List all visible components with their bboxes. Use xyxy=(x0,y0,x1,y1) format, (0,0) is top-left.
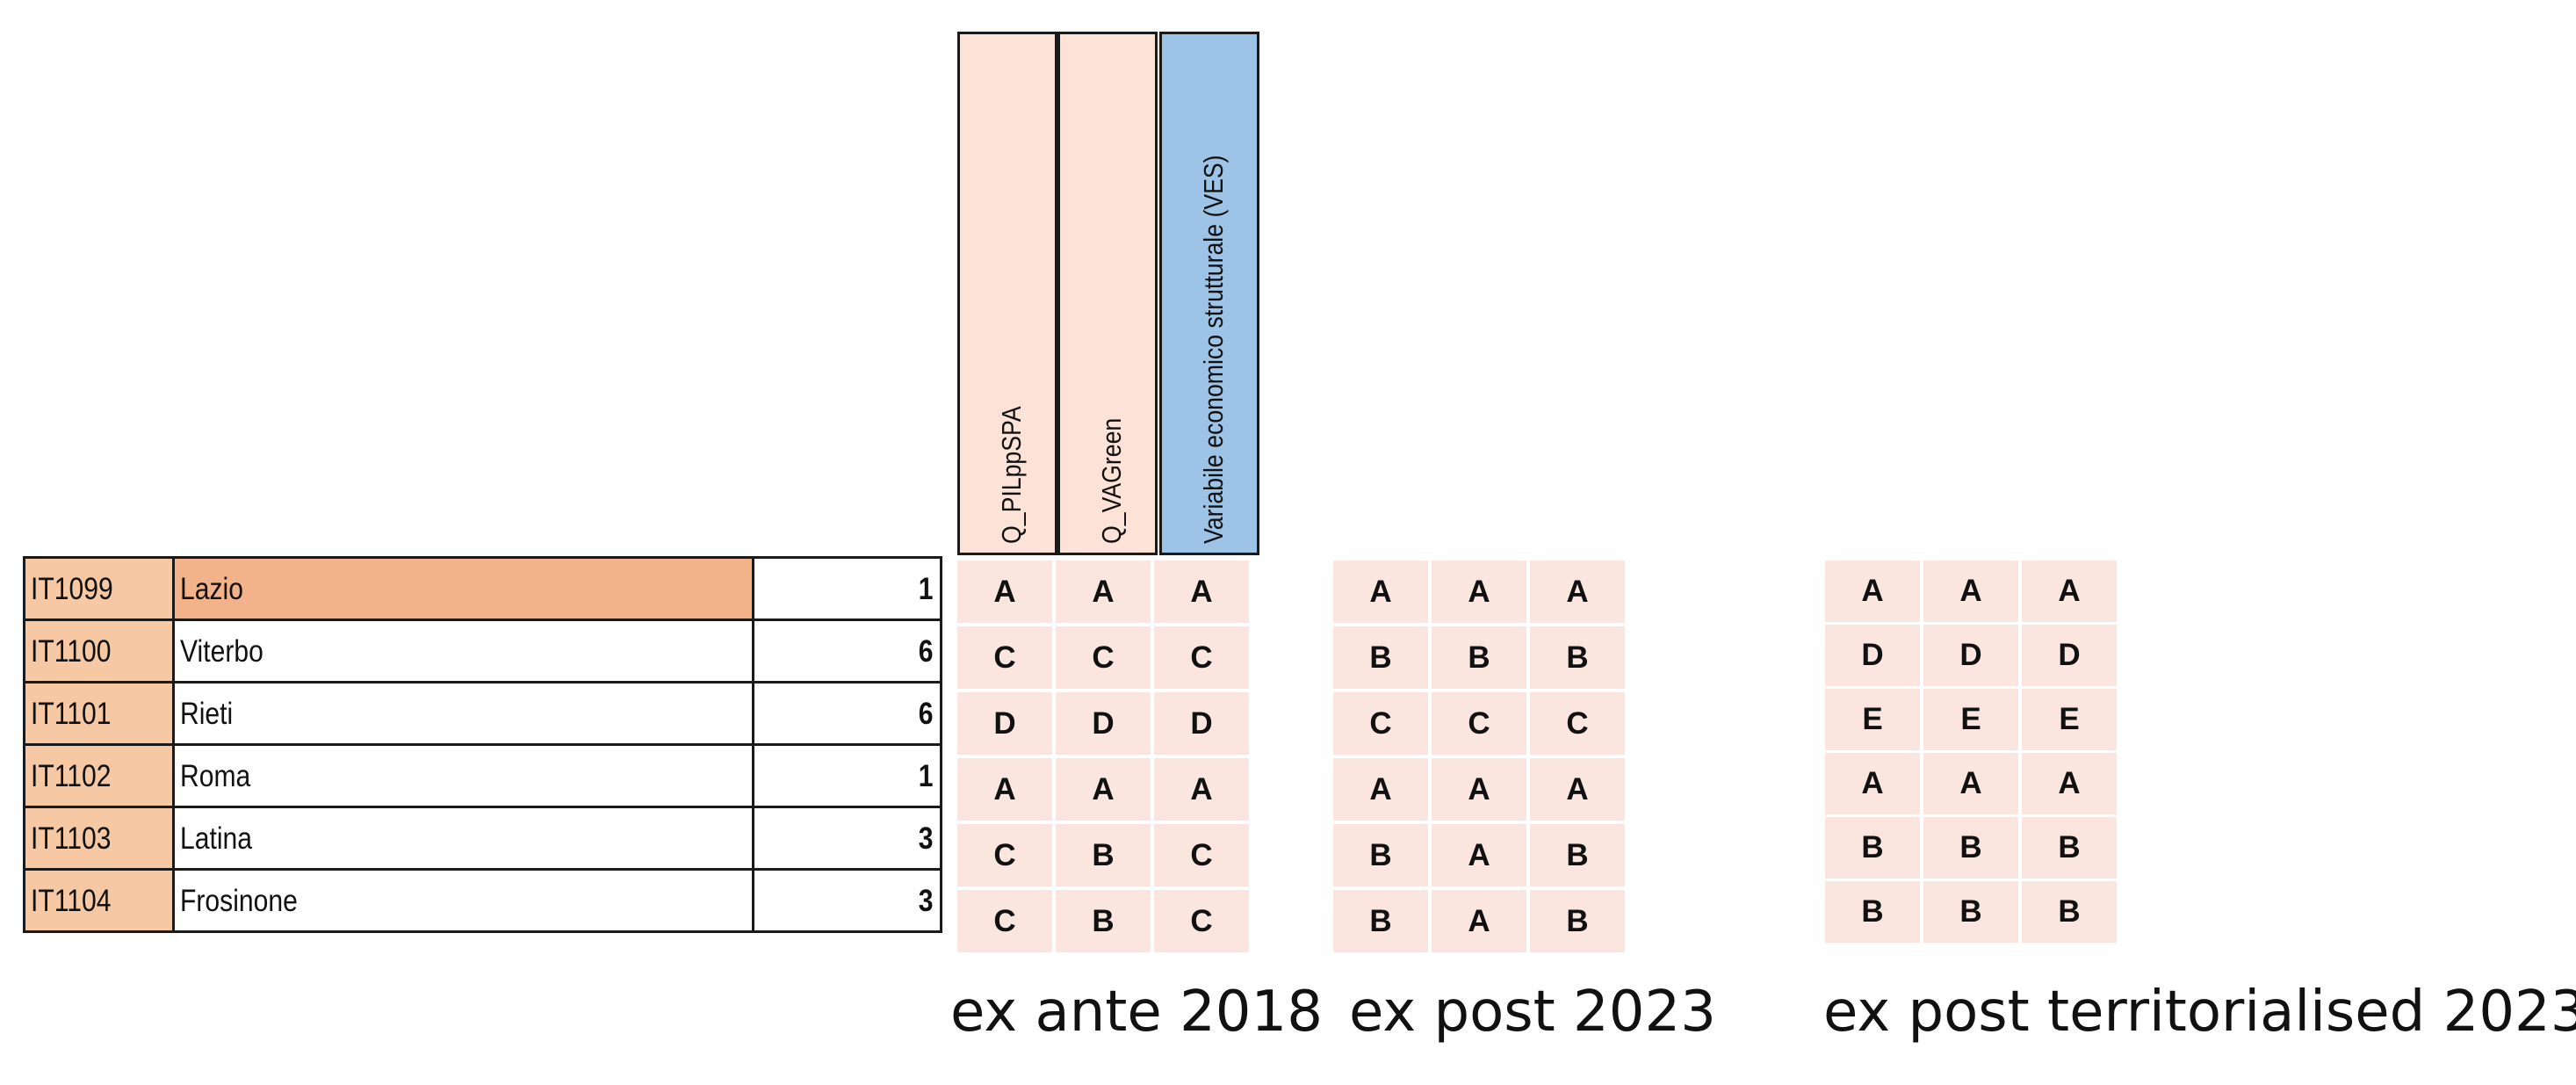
region-value: 3 xyxy=(752,806,942,871)
grid-cell: C xyxy=(1432,692,1526,755)
grid-cell: A xyxy=(1432,561,1526,623)
column-header-q-pilppspa: Q_PILppSPA xyxy=(957,32,1057,555)
grid-cell: B xyxy=(1056,824,1151,886)
grid-cell: D xyxy=(957,692,1052,755)
grid-cell: B xyxy=(1333,890,1428,952)
table-row: IT1099 Lazio 1 xyxy=(23,556,942,621)
grid-cell: E xyxy=(1825,689,1920,750)
grid-cell: D xyxy=(1056,692,1151,755)
grid-cell: B xyxy=(1530,626,1625,689)
grid-ex-ante-2018: A A A C C C D D D A A A C B C C B C xyxy=(957,561,1249,952)
region-name: Viterbo xyxy=(172,618,754,684)
grid-cell: B xyxy=(1432,626,1526,689)
grid-cell: A xyxy=(1056,561,1151,623)
grid-cell: C xyxy=(1333,692,1428,755)
region-value: 3 xyxy=(752,868,942,933)
region-code: IT1102 xyxy=(23,743,175,808)
grid-cell: B xyxy=(1333,626,1428,689)
grid-cell: B xyxy=(2022,817,2117,879)
grid-cell: B xyxy=(2022,881,2117,943)
grid-cell: A xyxy=(1056,758,1151,821)
grid-cell: A xyxy=(1333,758,1428,821)
table-row: IT1101 Rieti 6 xyxy=(23,681,942,746)
grid-cell: D xyxy=(1154,692,1249,755)
grid-cell: A xyxy=(1530,561,1625,623)
table-row: IT1103 Latina 3 xyxy=(23,806,942,871)
grid-cell: B xyxy=(1923,817,2018,879)
table-row: IT1102 Roma 1 xyxy=(23,743,942,808)
column-header-label: Q_VAGreen xyxy=(1096,417,1127,544)
column-header-q-vagreen: Q_VAGreen xyxy=(1057,32,1158,555)
grid-cell: A xyxy=(1923,753,2018,814)
region-code: IT1103 xyxy=(23,806,175,871)
grid-cell: E xyxy=(1923,689,2018,750)
grid-ex-post-territorialised-2023: A A A D D D E E E A A A B B B B B B xyxy=(1825,561,2117,943)
grid-cell: B xyxy=(1825,881,1920,943)
grid-cell: C xyxy=(1154,626,1249,689)
grid-cell: C xyxy=(1154,890,1249,952)
grid-cell: A xyxy=(1825,561,1920,622)
grid-cell: C xyxy=(1154,824,1249,886)
caption-ex-post-territorialised-2023: ex post territorialised 2023 xyxy=(1823,980,2576,1045)
grid-cell: C xyxy=(957,890,1052,952)
region-code: IT1101 xyxy=(23,681,175,746)
region-table: IT1099 Lazio 1 IT1100 Viterbo 6 IT1101 R… xyxy=(23,556,942,933)
caption-ex-ante-2018: ex ante 2018 xyxy=(950,980,1323,1045)
region-name: Lazio xyxy=(172,556,754,621)
table-row: IT1100 Viterbo 6 xyxy=(23,618,942,684)
grid-cell: B xyxy=(1333,824,1428,886)
grid-cell: A xyxy=(1432,824,1526,886)
grid-cell: C xyxy=(957,626,1052,689)
grid-cell: D xyxy=(2022,625,2117,686)
grid-cell: A xyxy=(1530,758,1625,821)
grid-cell: B xyxy=(1530,824,1625,886)
region-code: IT1099 xyxy=(23,556,175,621)
grid-cell: A xyxy=(957,561,1052,623)
grid-cell: A xyxy=(1432,890,1526,952)
grid-cell: B xyxy=(1056,890,1151,952)
grid-cell: D xyxy=(1825,625,1920,686)
grid-cell: A xyxy=(957,758,1052,821)
region-name: Latina xyxy=(172,806,754,871)
grid-cell: A xyxy=(1154,758,1249,821)
column-header-label: Variabile economico strutturale (VES) xyxy=(1198,155,1229,544)
caption-ex-post-2023: ex post 2023 xyxy=(1349,980,1716,1045)
region-name: Frosinone xyxy=(172,868,754,933)
grid-cell: D xyxy=(1923,625,2018,686)
column-header-ves: Variabile economico strutturale (VES) xyxy=(1159,32,1259,555)
grid-cell: A xyxy=(1154,561,1249,623)
region-name: Roma xyxy=(172,743,754,808)
grid-cell: A xyxy=(1432,758,1526,821)
region-code: IT1104 xyxy=(23,868,175,933)
grid-cell: E xyxy=(2022,689,2117,750)
grid-cell: A xyxy=(2022,561,2117,622)
grid-cell: A xyxy=(1825,753,1920,814)
grid-ex-post-2023: A A A B B B C C C A A A B A B B A B xyxy=(1333,561,1625,952)
region-value: 6 xyxy=(752,618,942,684)
region-code: IT1100 xyxy=(23,618,175,684)
grid-cell: A xyxy=(1923,561,2018,622)
grid-cell: A xyxy=(2022,753,2117,814)
grid-cell: C xyxy=(1056,626,1151,689)
grid-cell: B xyxy=(1530,890,1625,952)
region-value: 1 xyxy=(752,556,942,621)
table-row: IT1104 Frosinone 3 xyxy=(23,868,942,933)
region-name: Rieti xyxy=(172,681,754,746)
grid-cell: A xyxy=(1333,561,1428,623)
grid-cell: C xyxy=(1530,692,1625,755)
grid-cell: B xyxy=(1923,881,2018,943)
column-header-label: Q_PILppSPA xyxy=(996,406,1027,544)
grid-cell: C xyxy=(957,824,1052,886)
grid-cell: B xyxy=(1825,817,1920,879)
region-value: 1 xyxy=(752,743,942,808)
region-value: 6 xyxy=(752,681,942,746)
